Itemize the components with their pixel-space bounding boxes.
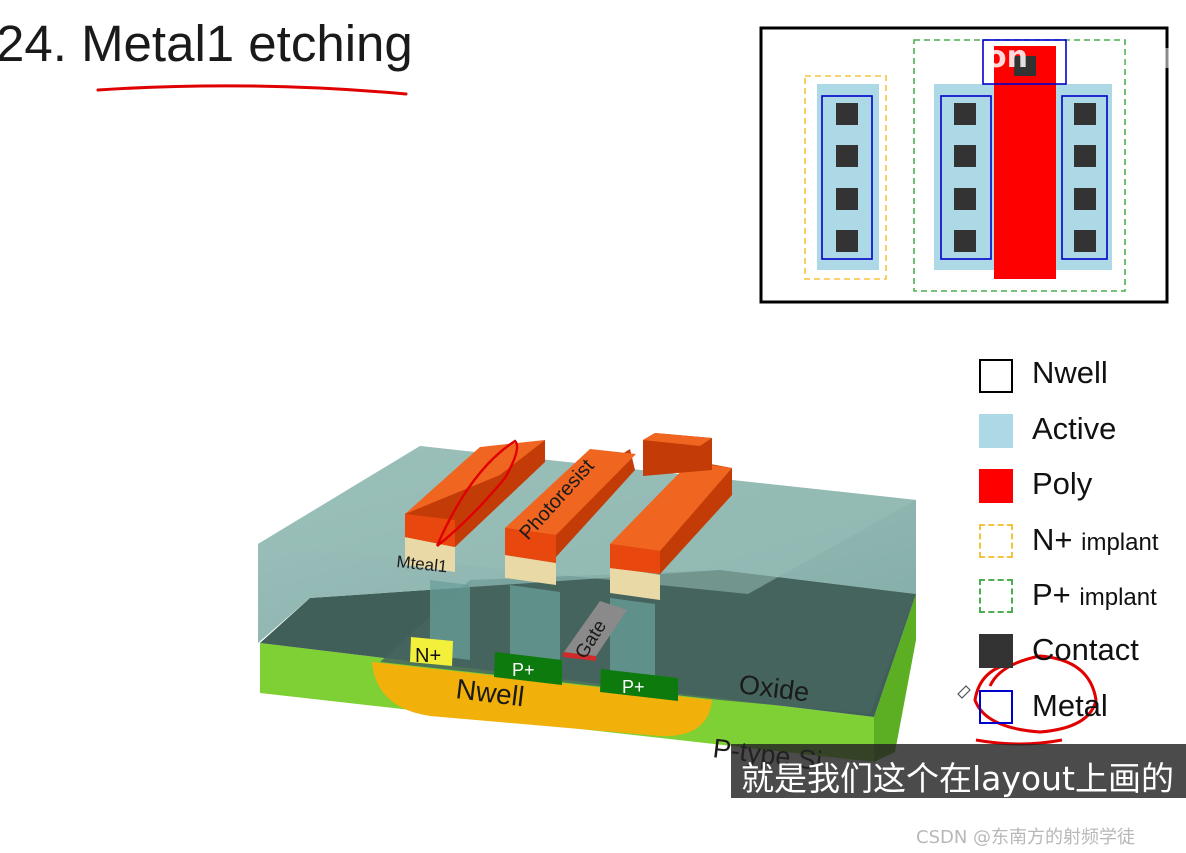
legend-item-pplus: P+ implant [1032, 577, 1157, 613]
layout-poly-gate [994, 46, 1056, 279]
legend-label: Active [1032, 411, 1117, 446]
contact-square [954, 103, 976, 125]
contact-square [1074, 188, 1096, 210]
metal1-beam [405, 537, 455, 572]
annotation-underline [96, 84, 408, 96]
layout-nplus-implant [804, 75, 887, 280]
pencil-icon [957, 685, 971, 699]
contact-square [1074, 230, 1096, 252]
label-nplus: N+ [415, 645, 441, 667]
layout-metal-right-a [940, 95, 992, 260]
pplus-region-right [600, 669, 678, 701]
legend-suffix: implant [1081, 529, 1159, 556]
pplus-region-left [494, 652, 562, 685]
legend-label: N+ [1032, 522, 1073, 557]
layout-metal-gate [982, 39, 1067, 85]
subtitle-text: 就是我们这个在layout上画的 [741, 759, 1174, 798]
metal1-beam [610, 567, 660, 600]
legend-swatch-pplus [979, 579, 1013, 613]
nwell-region [372, 662, 712, 737]
watermark-text: on [986, 40, 1028, 75]
layout-gate-contact [1014, 56, 1036, 76]
legend-item-poly: Poly [1032, 466, 1092, 502]
contact-square [836, 103, 858, 125]
contact-square [954, 230, 976, 252]
metal1-beam [505, 555, 556, 585]
legend-item-nwell: Nwell [1032, 355, 1108, 391]
contact-square [836, 188, 858, 210]
annotation-circle [973, 654, 1098, 734]
contact-square [1074, 103, 1096, 125]
label-pplus-left: P+ [512, 660, 535, 680]
legend-label: Nwell [1032, 355, 1108, 390]
photoresist-beam-2 [505, 449, 636, 563]
gate-stack [564, 601, 627, 656]
legend-swatch-poly [979, 469, 1013, 503]
legend-label: P+ [1032, 577, 1071, 612]
annotation-loop [435, 439, 519, 547]
slide-title: 24. Metal1 etching [0, 15, 413, 72]
source-credit: CSDN @东南方的射频学徒 [916, 827, 1136, 848]
layout-contacts-mid [954, 103, 976, 252]
legend-item-contact: Contact [1032, 632, 1139, 668]
nplus-region [410, 637, 453, 666]
legend-suffix: implant [1079, 584, 1157, 611]
label-pplus-right: P+ [622, 677, 645, 697]
contact-square [954, 188, 976, 210]
legend-label: Poly [1032, 466, 1093, 501]
layout-metal-right-b [1061, 95, 1108, 260]
photoresist-block-top [643, 433, 712, 476]
legend-swatch-contact [979, 634, 1013, 668]
legend-swatch-active [979, 414, 1013, 448]
legend-item-nplus: N+ implant [1032, 522, 1159, 558]
legend-item-active: Active [1032, 411, 1116, 447]
contact-square [836, 145, 858, 167]
legend-label: Metal [1032, 688, 1108, 723]
layout-contacts-left [836, 103, 858, 252]
gate-oxide [563, 652, 596, 661]
legend-swatch-metal [979, 690, 1013, 724]
contact-square [1074, 145, 1096, 167]
photoresist-beam-3 [610, 462, 732, 574]
legend-swatch-nplus [979, 524, 1013, 558]
contact-square [954, 145, 976, 167]
legend-label: Contact [1032, 632, 1139, 667]
legend-item-metal: Metal [1032, 688, 1108, 724]
subtitle-bar: 就是我们这个在layout上画的 [731, 744, 1186, 798]
via-pillar [510, 585, 560, 665]
watermark-logo [1057, 46, 1169, 68]
layout-contacts-right [1074, 103, 1096, 252]
contact-square [836, 230, 858, 252]
legend-swatch-nwell [979, 359, 1013, 393]
layout-metal-left [821, 95, 873, 260]
substrate-side [874, 594, 916, 762]
